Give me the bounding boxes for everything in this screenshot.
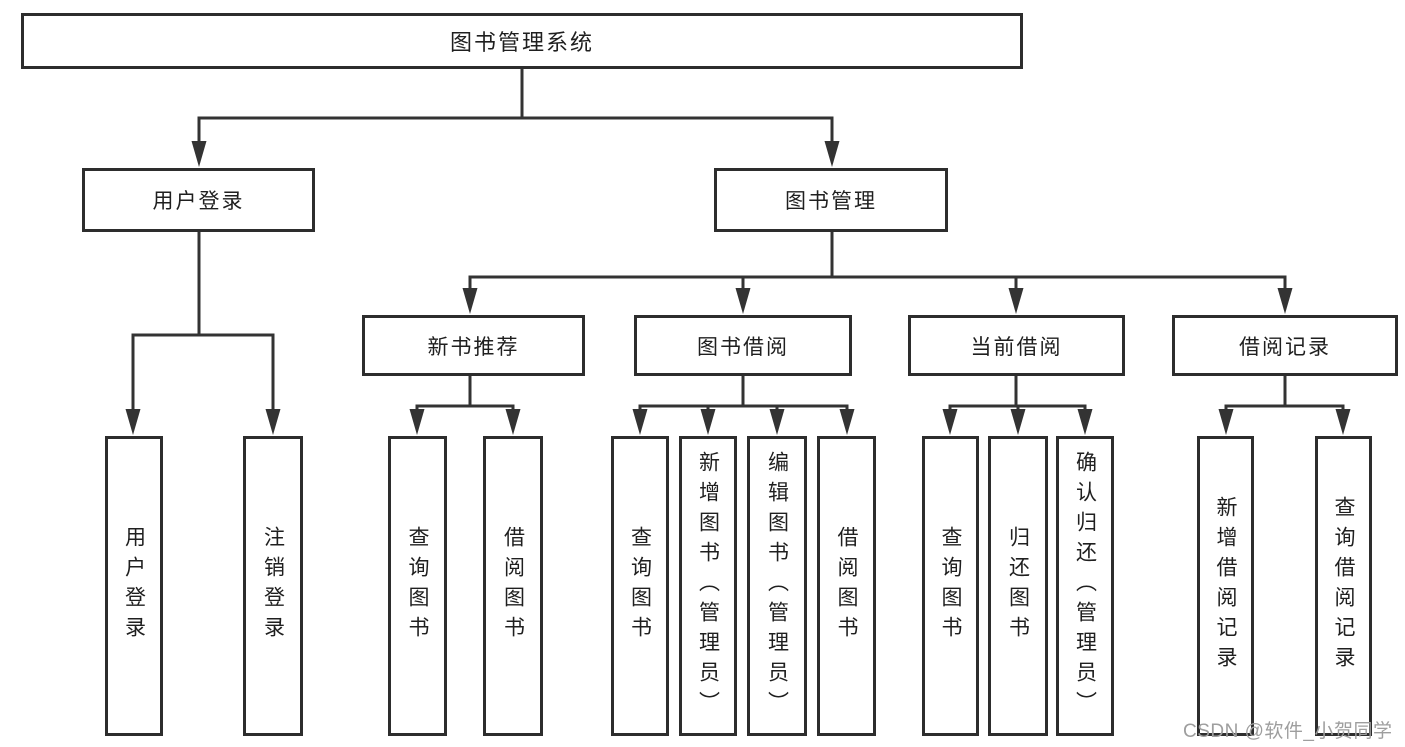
node-book-borrowing: 图书借阅 — [634, 315, 852, 376]
leaf-label: 编辑图书（管理员） — [765, 451, 789, 721]
arrowhead-icon — [462, 288, 478, 314]
arrowhead-icon — [735, 288, 751, 314]
leaf-label: 用户登录 — [122, 526, 146, 646]
leaf-label: 查询图书 — [406, 526, 429, 646]
leaf-query-books-recommend: 查询图书 — [388, 436, 447, 736]
node-library-management-system: 图书管理系统 — [21, 13, 1023, 69]
csdn-watermark: CSDN @软件_小贺同学 — [1183, 721, 1393, 742]
leaf-label: 查询图书 — [939, 526, 962, 646]
arrowhead-icon — [409, 409, 425, 435]
leaf-edit-book-admin: 编辑图书（管理员） — [747, 436, 807, 736]
leaf-logout: 注销登录 — [243, 436, 303, 736]
node-current-borrowing: 当前借阅 — [908, 315, 1125, 376]
leaf-label: 归还图书 — [1006, 526, 1030, 646]
leaf-return-books: 归还图书 — [988, 436, 1048, 736]
leaf-confirm-return-admin: 确认归还（管理员） — [1056, 436, 1114, 736]
arrowhead-icon — [632, 409, 648, 435]
arrowhead-icon — [265, 409, 281, 435]
leaf-user-login: 用户登录 — [105, 436, 163, 736]
node-user-login: 用户登录 — [82, 168, 315, 232]
arrowhead-icon — [824, 141, 840, 167]
arrowhead-icon — [1277, 288, 1293, 314]
leaf-query-borrow-record: 查询借阅记录 — [1315, 436, 1372, 736]
arrowhead-icon — [1010, 409, 1026, 435]
leaf-label: 查询图书 — [628, 526, 652, 646]
leaf-query-books-borrowing: 查询图书 — [611, 436, 669, 736]
arrowhead-icon — [1077, 409, 1093, 435]
arrowhead-icon — [1335, 409, 1351, 435]
leaf-label: 新增借阅记录 — [1214, 496, 1237, 676]
arrowhead-icon — [191, 141, 207, 167]
leaf-label: 新增图书（管理员） — [696, 451, 720, 721]
leaf-label: 借阅图书 — [835, 526, 858, 646]
arrowhead-icon — [700, 409, 716, 435]
leaf-query-books-current: 查询图书 — [922, 436, 979, 736]
leaf-add-borrow-record: 新增借阅记录 — [1197, 436, 1254, 736]
leaf-label: 确认归还（管理员） — [1073, 451, 1097, 721]
leaf-label: 借阅图书 — [501, 526, 525, 646]
node-new-book-recommendation: 新书推荐 — [362, 315, 585, 376]
arrowhead-icon — [942, 409, 958, 435]
leaf-add-book-admin: 新增图书（管理员） — [679, 436, 737, 736]
arrowhead-icon — [839, 409, 855, 435]
leaf-borrow-books: 借阅图书 — [817, 436, 876, 736]
leaf-label: 注销登录 — [261, 526, 285, 646]
arrowhead-icon — [1218, 409, 1234, 435]
arrowhead-icon — [769, 409, 785, 435]
leaf-label: 查询借阅记录 — [1332, 496, 1355, 676]
arrowhead-icon — [505, 409, 521, 435]
arrowhead-icon — [125, 409, 141, 435]
leaf-borrow-books-recommend: 借阅图书 — [483, 436, 543, 736]
node-borrowing-records: 借阅记录 — [1172, 315, 1398, 376]
arrowhead-icon — [1008, 288, 1024, 314]
node-book-management: 图书管理 — [714, 168, 948, 232]
